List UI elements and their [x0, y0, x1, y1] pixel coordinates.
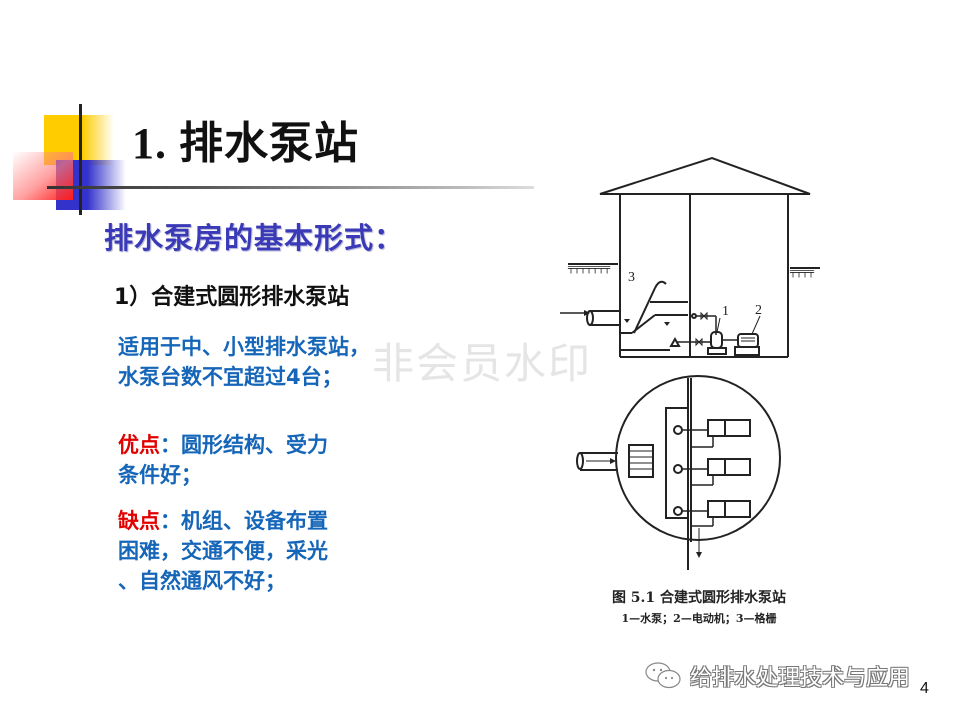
description-line: 适用于中、小型排水泵站，	[118, 335, 370, 359]
cons-block: 缺点：机组、设备布置 困难，交通不便，采光 、自然通风不好；	[118, 506, 328, 596]
label-motor: 2	[755, 303, 762, 318]
title-underline	[47, 186, 534, 189]
brand-footer: 给排水处理技术与应用	[644, 660, 910, 692]
pros-text: ：圆形结构、受力	[160, 433, 328, 457]
pump-station-diagram: ╤╤╤╤╤╤╤ ╤╤╤╤ 3 1 2	[560, 156, 820, 570]
brand-text: 给排水处理技术与应用	[690, 666, 911, 691]
figure-caption: 图 5.1 合建式圆形排水泵站 1—水泵；2—电动机；3—格栅	[574, 587, 824, 629]
pros-label: 优点	[118, 433, 160, 457]
cons-text: ：机组、设备布置	[160, 509, 328, 533]
page-number: 4	[920, 680, 929, 697]
slide-title: 1. 排水泵站	[132, 119, 359, 168]
pump-unit-row	[673, 500, 751, 527]
pros-line: 优点：圆形结构、受力	[118, 430, 328, 460]
svg-text:╤╤╤╤: ╤╤╤╤	[789, 267, 815, 278]
svg-text:╤╤╤╤╤╤╤: ╤╤╤╤╤╤╤	[567, 263, 611, 274]
cons-line: 缺点：机组、设备布置	[118, 506, 328, 536]
pros-block: 优点：圆形结构、受力 条件好；	[118, 430, 328, 490]
label-screen: 3	[628, 270, 635, 285]
slide-subtitle: 排水泵房的基本形式：	[104, 221, 405, 255]
decor-vertical-line	[79, 104, 82, 215]
roof-shape	[599, 156, 811, 195]
item-heading: 1）合建式圆形排水泵站	[114, 285, 350, 310]
pros-line: 条件好；	[118, 463, 202, 487]
caption-title: 图 5.1 合建式圆形排水泵站	[611, 590, 787, 606]
description-block: 适用于中、小型排水泵站， 水泵台数不宜超过4台；	[118, 332, 370, 392]
watermark: 非会员水印	[372, 339, 593, 388]
cons-line: 困难，交通不便，采光	[118, 539, 328, 563]
cons-label: 缺点	[118, 509, 160, 533]
label-pump: 1	[722, 304, 729, 319]
description-line: 水泵台数不宜超过4台；	[118, 365, 343, 389]
decor-red-square	[13, 152, 73, 200]
pump-unit-row	[673, 419, 751, 448]
caption-legend: 1—水泵；2—电动机；3—格栅	[621, 612, 777, 625]
cons-line: 、自然通风不好；	[118, 569, 286, 593]
wechat-icon	[645, 662, 681, 689]
pump-unit-row	[673, 458, 751, 486]
